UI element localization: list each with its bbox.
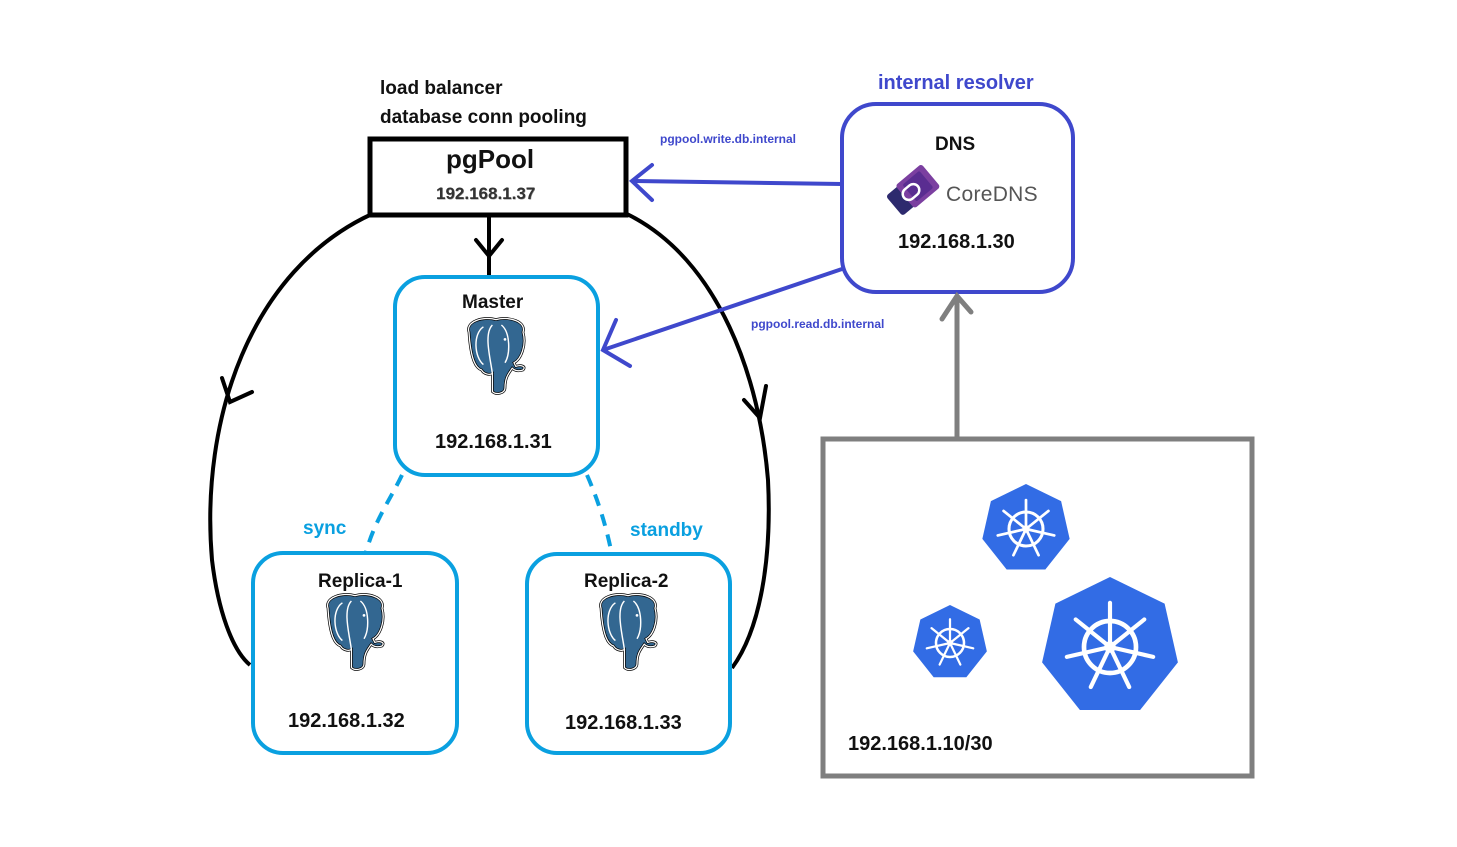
- dns-title: DNS: [935, 134, 976, 155]
- replica2-ip: 192.168.1.33: [565, 712, 682, 734]
- pgpool-ip: 192.168.1.37: [436, 184, 536, 203]
- read-route-label: pgpool.read.db.internal: [751, 317, 885, 331]
- pgpool-title: pgPool: [446, 144, 535, 174]
- write-route-label: pgpool.write.db.internal: [660, 132, 796, 146]
- sync-label: sync: [303, 518, 347, 539]
- pgpool-caption-line1: load balancer: [380, 78, 503, 99]
- write-route-arrowhead: [628, 163, 654, 202]
- write-route-arrow-line: [631, 179, 843, 186]
- standby-label: standby: [630, 520, 703, 541]
- pgpool-to-replica2-curve: [626, 212, 771, 670]
- master-ip: 192.168.1.31: [435, 431, 552, 453]
- pgpool-to-master-arrowhead: [474, 238, 504, 260]
- standby-replication-link: [585, 474, 614, 556]
- read-route-arrowhead: [600, 318, 632, 368]
- read-route-arrow-line: [602, 267, 843, 352]
- kubernetes-ip-range: 192.168.1.10/30: [848, 733, 993, 755]
- pgpool-to-replica1-arrowhead: [220, 376, 254, 405]
- replica1-ip: 192.168.1.32: [288, 710, 405, 732]
- master-title: Master: [462, 292, 524, 313]
- replica2-title: Replica-2: [584, 571, 669, 592]
- k8s-to-dns-arrowhead: [939, 291, 974, 322]
- internal-resolver-caption: internal resolver: [878, 72, 1034, 94]
- coredns-logo-icon: [887, 165, 940, 215]
- pgpool-caption-line2: database conn pooling: [380, 107, 587, 128]
- sync-replication-link: [364, 474, 404, 553]
- dns-ip: 192.168.1.30: [898, 231, 1015, 253]
- pgpool-to-replica1-curve: [208, 212, 373, 667]
- kubernetes-cluster-box: [820, 436, 1255, 779]
- coredns-logo-text: CoreDNS: [946, 183, 1038, 206]
- pgpool-to-replica2-arrowhead: [742, 384, 768, 423]
- pgpool-box: [367, 136, 629, 218]
- pgpool-caption: load balancer database conn pooling: [380, 74, 587, 132]
- replica1-title: Replica-1: [318, 571, 403, 592]
- dns-box: [840, 102, 1075, 294]
